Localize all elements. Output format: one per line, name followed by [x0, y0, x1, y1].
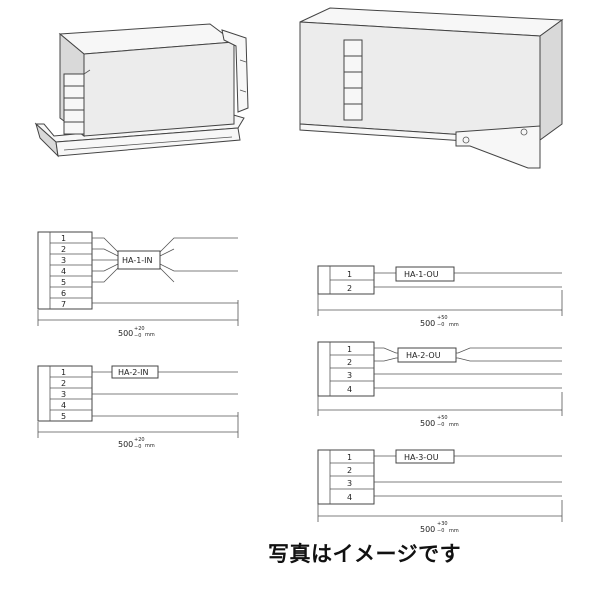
- tolerance-minus: −0: [437, 528, 444, 534]
- pin-label: 5: [61, 412, 66, 421]
- dimension-unit: mm: [449, 422, 459, 428]
- tolerance-plus: +20: [134, 437, 145, 443]
- dimension-unit: mm: [145, 443, 155, 449]
- pin-label: 2: [61, 379, 66, 388]
- dimension-unit: mm: [449, 322, 459, 328]
- harness-ha-1-ou: 1 2 HA-1-OU 500 +50 −0 mm: [317, 265, 563, 328]
- harness-ha-1-in: 1 2 3 4 5 6 7 HA-1-IN 500 +20 −0 mm: [37, 231, 239, 339]
- pin-label: 3: [347, 479, 352, 488]
- pin-label: 1: [347, 270, 352, 279]
- pin-label: 3: [61, 256, 66, 265]
- dimension-length: 500: [420, 319, 435, 328]
- unit-illustration-right: [299, 7, 564, 169]
- tolerance-minus: −0: [134, 444, 141, 450]
- pin-label: 2: [347, 358, 352, 367]
- pin-label: 1: [347, 345, 352, 354]
- dimension-length: 500: [420, 419, 435, 428]
- pin-label: 7: [61, 300, 66, 309]
- harness-ha-3-ou: 1 2 3 4 HA-3-OU 500 +30 −0 mm: [317, 449, 563, 534]
- pin-label: 5: [61, 278, 66, 287]
- tolerance-plus: +20: [134, 326, 145, 332]
- pin-label: 4: [347, 493, 352, 502]
- tolerance-minus: −0: [437, 322, 444, 328]
- unit-illustration-left: [34, 23, 249, 158]
- harness-ha-2-ou: 1 2 3 4 HA-2-OU 500 +50 −0 mm: [317, 341, 563, 428]
- tolerance-plus: +30: [437, 521, 448, 527]
- tolerance-plus: +50: [437, 415, 448, 421]
- dimension-unit: mm: [449, 528, 459, 534]
- pin-label: 4: [347, 385, 352, 394]
- harness-ha-2-in: 1 2 3 4 5 HA-2-IN 500 +20 −0 mm: [37, 365, 239, 450]
- dimension-length: 500: [420, 525, 435, 534]
- harness-label: HA-3-OU: [404, 453, 439, 462]
- tolerance-minus: −0: [437, 422, 444, 428]
- pin-label: 4: [61, 267, 66, 276]
- dimension-unit: mm: [145, 332, 155, 338]
- pin-label: 2: [347, 284, 352, 293]
- tolerance-minus: −0: [134, 333, 141, 339]
- pin-label: 3: [61, 390, 66, 399]
- pin-label: 6: [61, 289, 66, 298]
- pin-label: 1: [61, 368, 66, 377]
- pin-label: 3: [347, 371, 352, 380]
- pin-label: 2: [347, 466, 352, 475]
- pin-label: 2: [61, 245, 66, 254]
- tolerance-plus: +50: [437, 315, 448, 321]
- harness-label: HA-1-OU: [404, 270, 439, 279]
- pin-label: 1: [347, 453, 352, 462]
- harness-label: HA-1-IN: [122, 256, 153, 265]
- harness-label: HA-2-OU: [406, 351, 441, 360]
- image-disclaimer-caption: 写真はイメージです: [268, 542, 462, 566]
- harness-label: HA-2-IN: [118, 368, 149, 377]
- pin-label: 4: [61, 401, 66, 410]
- dimension-length: 500: [118, 329, 133, 338]
- dimension-length: 500: [118, 440, 133, 449]
- pin-label: 1: [61, 234, 66, 243]
